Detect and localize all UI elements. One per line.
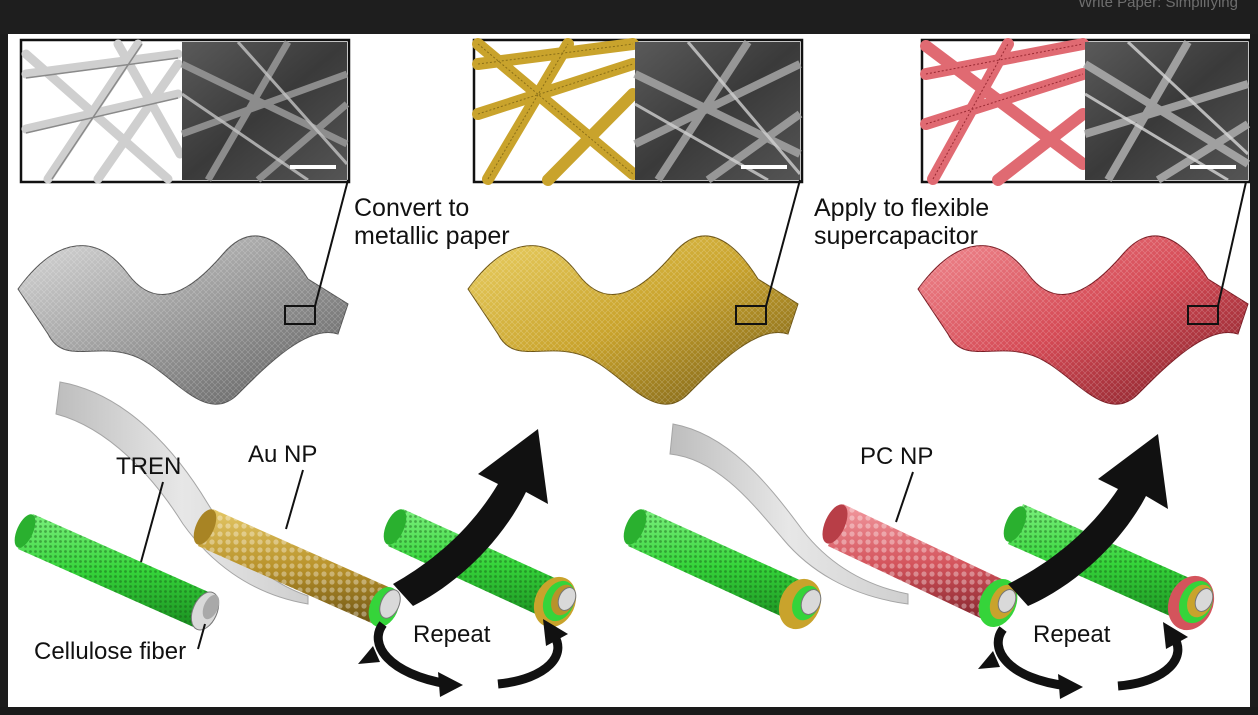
figure-illustration: [14, 38, 1250, 699]
fiber-pc-np: [822, 504, 1018, 627]
arrow-up-left: [393, 429, 548, 606]
caption-convert-line1: Convert to: [354, 194, 470, 222]
background-strip-bottom: [0, 707, 1258, 715]
process-right: [623, 423, 1215, 699]
process-left: [14, 381, 577, 697]
caption-apply-line1: Apply to flexible: [814, 194, 990, 222]
label-tren: TREN: [116, 453, 182, 480]
caption-convert-line2: metallic paper: [354, 222, 510, 250]
inset-gold-fibers: [472, 38, 804, 186]
label-repeat-left: Repeat: [413, 621, 491, 648]
inset-gray-fibers: [19, 38, 351, 184]
caption-convert: Convert to metallic paper: [354, 194, 510, 250]
paper-sheet-gray: [17, 179, 349, 405]
caption-apply-line2: supercapacitor: [814, 222, 978, 250]
label-pc-np: PC NP: [860, 443, 934, 470]
paper-sheet-red: [917, 181, 1249, 405]
arrow-up-right: [1008, 434, 1168, 606]
fiber-au-np: [193, 509, 401, 628]
figure-canvas: Convert to metallic paper Apply to flexi…: [8, 34, 1250, 707]
caption-apply: Apply to flexible supercapacitor: [814, 194, 989, 250]
label-cellulose-fiber: Cellulose fiber: [34, 638, 187, 665]
background-snippet: Write Paper: Simplifying: [1078, 0, 1238, 11]
fiber-layered-left: [383, 509, 577, 628]
background-strip-top: Write Paper: Simplifying: [0, 0, 1258, 34]
label-au-np: Au NP: [248, 441, 318, 468]
label-repeat-right: Repeat: [1033, 621, 1111, 648]
fiber-tren-left: [14, 514, 220, 631]
paper-sheet-gold: [467, 179, 801, 405]
inset-red-fibers: [920, 38, 1250, 186]
repeat-cycle-left: [373, 621, 563, 689]
fiber-layered-gold: [623, 509, 822, 630]
fiber-layered-right: [1003, 504, 1215, 631]
